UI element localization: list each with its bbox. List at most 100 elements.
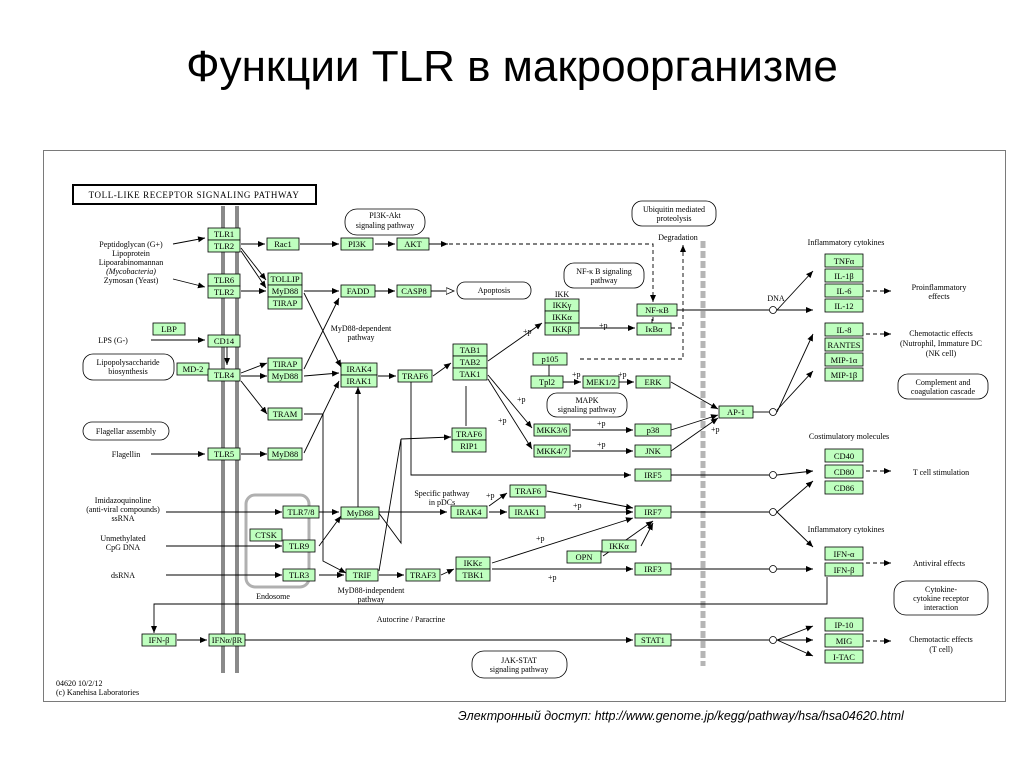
gene-myd88[interactable]: MyD88 xyxy=(267,284,303,298)
gene-tirap[interactable]: TIRAP xyxy=(267,357,303,371)
ubiquitin-note[interactable]: Ubiquitin mediated proteolysis xyxy=(631,200,717,227)
flagellar-assembly-note[interactable]: Flagellar assembly xyxy=(82,421,170,441)
gene-tab1[interactable]: TAB1 xyxy=(452,343,488,357)
complement-note[interactable]: Complement and coagulation cascade xyxy=(897,373,989,400)
svg-text:+p: +p xyxy=(572,370,581,379)
gene-cd80[interactable]: CD80 xyxy=(824,464,864,479)
gene-tram[interactable]: TRAM xyxy=(267,407,303,421)
gene-il1b[interactable]: IL-1β xyxy=(824,268,864,283)
apoptosis-note[interactable]: Apoptosis xyxy=(456,281,532,300)
gene-nfkb[interactable]: NF-κB xyxy=(636,303,678,317)
gene-traf6[interactable]: TRAF6 xyxy=(397,369,433,383)
gene-myd88[interactable]: MyD88 xyxy=(267,447,303,461)
svg-text:pathway: pathway xyxy=(590,276,617,285)
gene-opn[interactable]: OPN xyxy=(566,550,602,564)
svg-text:Degradation: Degradation xyxy=(658,233,698,242)
gene-rac1[interactable]: Rac1 xyxy=(266,237,300,251)
gene-irf3[interactable]: IRF3 xyxy=(634,562,672,576)
svg-text:+p: +p xyxy=(573,501,582,510)
gene-md2[interactable]: MD-2 xyxy=(176,362,210,376)
gene-irf7[interactable]: IRF7 xyxy=(634,505,672,519)
gene-ifnb[interactable]: IFN-β xyxy=(824,562,864,577)
gene-mek12[interactable]: MEK1/2 xyxy=(582,375,620,389)
svg-text:IL-1β: IL-1β xyxy=(834,271,853,281)
gene-tollip[interactable]: TOLLIP xyxy=(267,272,303,286)
gene-mip1b[interactable]: MIP-1β xyxy=(824,367,864,382)
gene-il6[interactable]: IL-6 xyxy=(824,283,864,298)
gene-tlr4[interactable]: TLR4 xyxy=(207,368,241,382)
gene-cd86[interactable]: CD86 xyxy=(824,480,864,495)
gene-mkk47[interactable]: MKK4/7 xyxy=(533,444,571,458)
gene-myd88[interactable]: MyD88 xyxy=(340,506,380,520)
gene-casp8[interactable]: CASP8 xyxy=(396,284,432,298)
gene-rantes[interactable]: RANTES xyxy=(824,337,864,352)
gene-irf5[interactable]: IRF5 xyxy=(634,468,672,482)
gene-ikke[interactable]: IKKε xyxy=(455,556,491,570)
gene-traf3[interactable]: TRAF3 xyxy=(405,568,441,582)
gene-tpl2[interactable]: Tpl2 xyxy=(530,375,564,389)
gene-cd14[interactable]: CD14 xyxy=(207,334,241,348)
gene-tlr78[interactable]: TLR7/8 xyxy=(282,505,320,519)
lps-biosynthesis-note[interactable]: Lipopolysaccharide biosynthesis xyxy=(82,353,175,381)
gene-ctsk[interactable]: CTSK xyxy=(249,528,283,542)
gene-tlr9[interactable]: TLR9 xyxy=(282,539,316,553)
mapk-note[interactable]: MAPK signaling pathway xyxy=(546,392,628,418)
gene-ifnb[interactable]: IFN-β xyxy=(141,633,177,647)
gene-traf6[interactable]: TRAF6 xyxy=(451,427,487,441)
svg-text:TLR2: TLR2 xyxy=(214,287,234,297)
gene-ip10[interactable]: IP-10 xyxy=(824,617,864,632)
gene-fadd[interactable]: FADD xyxy=(340,284,376,298)
gene-irak4[interactable]: IRAK4 xyxy=(340,362,378,376)
pi3k-akt-note[interactable]: PI3K-Akt signaling pathway xyxy=(344,208,426,236)
gene-irak4[interactable]: IRAK4 xyxy=(450,505,488,519)
gene-ap1[interactable]: AP-1 xyxy=(718,405,754,419)
gene-ifnabr[interactable]: IFNα/βR xyxy=(208,633,246,647)
gene-tlr1[interactable]: TLR1 xyxy=(207,227,241,241)
svg-text:JNK: JNK xyxy=(645,446,661,456)
gene-tlr2[interactable]: TLR2 xyxy=(207,285,241,299)
gene-pi3k[interactable]: PI3K xyxy=(340,237,374,251)
gene-tak1[interactable]: TAK1 xyxy=(452,367,488,381)
gene-tirap[interactable]: TIRAP xyxy=(267,296,303,310)
svg-text:+p: +p xyxy=(618,370,627,379)
gene-jnk[interactable]: JNK xyxy=(634,444,672,458)
gene-mig[interactable]: MIG xyxy=(824,633,864,648)
svg-text:signaling pathway: signaling pathway xyxy=(356,221,414,230)
gene-tab2[interactable]: TAB2 xyxy=(452,355,488,369)
gene-p105[interactable]: p105 xyxy=(532,352,568,366)
gene-tlr3[interactable]: TLR3 xyxy=(282,568,316,582)
svg-text:TIRAP: TIRAP xyxy=(273,298,298,308)
gene-erk[interactable]: ERK xyxy=(635,375,671,389)
gene-itac[interactable]: I-TAC xyxy=(824,649,864,664)
gene-tlr6[interactable]: TLR6 xyxy=(207,273,241,287)
gene-tnfa[interactable]: TNFα xyxy=(824,253,864,268)
gene-irak1[interactable]: IRAK1 xyxy=(340,374,378,388)
gene-p38[interactable]: p38 xyxy=(634,423,672,437)
cytokine-receptor-note[interactable]: Cytokine- cytokine receptor interaction xyxy=(893,580,989,616)
gene-ikkg[interactable]: IKKγ xyxy=(544,298,580,312)
gene-mkk36[interactable]: MKK3/6 xyxy=(533,423,571,437)
gene-mip1a[interactable]: MIP-1α xyxy=(824,352,864,367)
nfkb-note[interactable]: NF-κ B signaling pathway xyxy=(563,262,645,289)
gene-myd88[interactable]: MyD88 xyxy=(267,369,303,383)
gene-cd40[interactable]: CD40 xyxy=(824,448,864,463)
svg-text:p38: p38 xyxy=(647,425,660,435)
gene-ikba[interactable]: IκBα xyxy=(636,322,672,336)
gene-tlr5[interactable]: TLR5 xyxy=(207,447,241,461)
gene-il12[interactable]: IL-12 xyxy=(824,298,864,313)
gene-akt[interactable]: AKT xyxy=(396,237,430,251)
gene-il8[interactable]: IL-8 xyxy=(824,322,864,337)
gene-rip1[interactable]: RIP1 xyxy=(451,439,487,453)
gene-tbk1[interactable]: TBK1 xyxy=(455,568,491,582)
gene-irak1[interactable]: IRAK1 xyxy=(508,505,546,519)
gene-stat1[interactable]: STAT1 xyxy=(634,633,672,647)
gene-ikka[interactable]: IKKα xyxy=(601,539,637,553)
gene-ifna[interactable]: IFN-α xyxy=(824,546,864,561)
gene-traf6[interactable]: TRAF6 xyxy=(509,484,547,498)
jak-stat-note[interactable]: JAK-STAT signaling pathway xyxy=(471,650,568,679)
gene-trif[interactable]: TRIF xyxy=(345,568,379,582)
gene-ikkb[interactable]: IKKβ xyxy=(544,322,580,336)
gene-tlr2[interactable]: TLR2 xyxy=(207,239,241,253)
gene-ikka[interactable]: IKKα xyxy=(544,310,580,324)
gene-lbp[interactable]: LBP xyxy=(152,322,186,336)
